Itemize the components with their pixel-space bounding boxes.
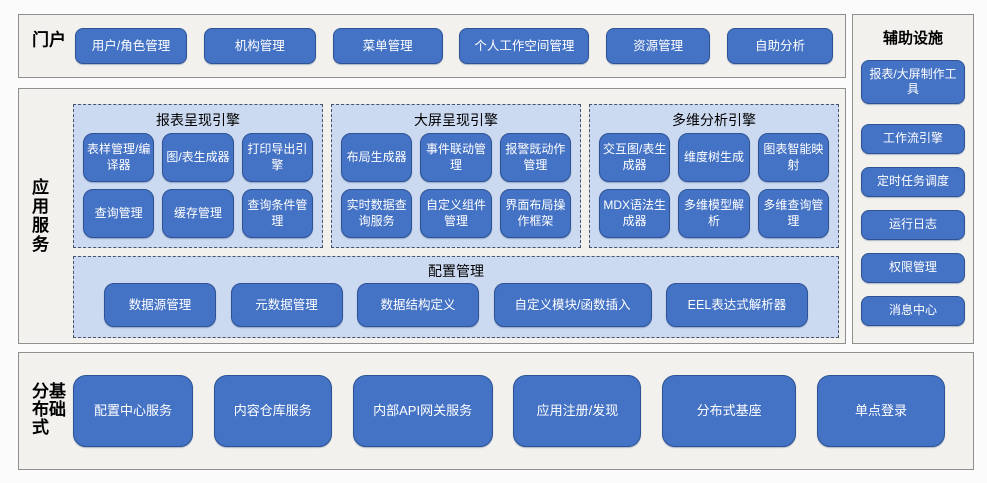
node-multidim-query-management: 多维查询管理: [757, 189, 829, 238]
portal-button-row: 用户/角色管理 机构管理 菜单管理 个人工作空间管理 资源管理 自助分析: [75, 15, 833, 77]
node-metadata-management: 元数据管理: [230, 283, 343, 327]
node-datasource-management: 数据源管理: [104, 283, 216, 327]
bigscreen-render-engine-panel: 大屏呈现引擎 布局生成器 事件联动管理 报警既动作管理 实时数据查询服务 自定义…: [331, 104, 581, 248]
node-alarm-action-management: 报警既动作管理: [499, 133, 571, 182]
auxiliary-section-title: 辅助设施: [882, 30, 943, 47]
panel-grid: 交互图/表生成器 维度树生成 图表智能映射 MDX语法生成器 多维模型解析 多维…: [599, 133, 829, 238]
app-services-section-label: 应用服务: [29, 178, 48, 254]
node-cache-management: 缓存管理: [162, 189, 234, 238]
node-data-structure-definition: 数据结构定义: [357, 283, 479, 327]
node-eel-expression-parser: EEL表达式解析器: [666, 283, 808, 327]
portal-section-label: 门户: [29, 30, 65, 50]
panel-title: 多维分析引擎: [672, 112, 756, 128]
distributed-section-label: 分布式基础: [29, 382, 65, 436]
distributed-foundation-section: 分布式基础 配置中心服务 内容仓库服务 内部API网关服务 应用注册/发现 分布…: [18, 352, 974, 470]
node-workflow-engine: 工作流引擎: [861, 124, 965, 154]
node-user-role-management: 用户/角色管理: [75, 28, 187, 64]
auxiliary-section: 辅助设施 报表/大屏制作工具 工作流引擎 定时任务调度 运行日志 权限管理 消息…: [852, 14, 974, 344]
node-scheduled-task-dispatch: 定时任务调度: [861, 167, 965, 197]
node-custom-component-management: 自定义组件管理: [420, 189, 492, 238]
panel-title: 大屏呈现引擎: [414, 112, 498, 128]
node-organization-management: 机构管理: [203, 28, 316, 64]
node-content-repository-service: 内容仓库服务: [213, 375, 332, 447]
node-menu-management: 菜单管理: [332, 28, 443, 64]
node-chart-table-generator: 图/表生成器: [162, 133, 234, 182]
node-internal-api-gateway-service: 内部API网关服务: [352, 375, 493, 447]
node-multidim-model-parsing: 多维模型解析: [678, 189, 750, 238]
distributed-button-row: 配置中心服务 内容仓库服务 内部API网关服务 应用注册/发现 分布式基座 单点…: [73, 353, 945, 469]
node-style-management-compiler: 表样管理/编译器: [83, 133, 155, 182]
config-management-panel: 配置管理 数据源管理 元数据管理 数据结构定义 自定义模块/函数插入 EEL表达…: [73, 256, 839, 338]
node-personal-workspace-management: 个人工作空间管理: [459, 28, 590, 64]
node-app-registration-discovery: 应用注册/发现: [513, 375, 642, 447]
app-services-section: 应用服务 报表呈现引擎 表样管理/编译器 图/表生成器 打印导出引擎 查询管理 …: [18, 88, 846, 344]
node-mdx-syntax-generator: MDX语法生成器: [599, 189, 671, 238]
panel-grid: 布局生成器 事件联动管理 报警既动作管理 实时数据查询服务 自定义组件管理 界面…: [341, 133, 571, 238]
node-query-management: 查询管理: [83, 189, 155, 238]
node-layout-generator: 布局生成器: [341, 133, 413, 182]
portal-section: 门户 用户/角色管理 机构管理 菜单管理 个人工作空间管理 资源管理 自助分析: [18, 14, 846, 78]
node-realtime-data-query-service: 实时数据查询服务: [341, 189, 413, 238]
config-button-row: 数据源管理 元数据管理 数据结构定义 自定义模块/函数插入 EEL表达式解析器: [104, 283, 808, 327]
node-dimension-tree-generation: 维度树生成: [678, 133, 750, 182]
panel-title: 配置管理: [428, 263, 484, 279]
report-render-engine-panel: 报表呈现引擎 表样管理/编译器 图/表生成器 打印导出引擎 查询管理 缓存管理 …: [73, 104, 323, 248]
panel-title: 报表呈现引擎: [156, 112, 240, 128]
node-query-condition-management: 查询条件管理: [241, 189, 313, 238]
node-run-logs: 运行日志: [861, 210, 965, 240]
node-message-center: 消息中心: [861, 296, 965, 326]
node-report-bigscreen-authoring-tool: 报表/大屏制作工具: [861, 60, 965, 104]
node-event-linkage-management: 事件联动管理: [420, 133, 492, 182]
node-chart-smart-mapping: 图表智能映射: [757, 133, 829, 182]
node-distributed-base: 分布式基座: [662, 375, 797, 447]
node-custom-module-function-insert: 自定义模块/函数插入: [493, 283, 652, 327]
node-print-export-engine: 打印导出引擎: [241, 133, 313, 182]
auxiliary-button-column: 报表/大屏制作工具 工作流引擎 定时任务调度 运行日志 权限管理 消息中心: [861, 60, 965, 326]
node-interactive-chart-generator: 交互图/表生成器: [599, 133, 671, 182]
multidim-analysis-engine-panel: 多维分析引擎 交互图/表生成器 维度树生成 图表智能映射 MDX语法生成器 多维…: [589, 104, 839, 248]
node-resource-management: 资源管理: [606, 28, 711, 64]
node-permission-management: 权限管理: [861, 253, 965, 283]
panel-grid: 表样管理/编译器 图/表生成器 打印导出引擎 查询管理 缓存管理 查询条件管理: [83, 133, 313, 238]
engine-panels: 报表呈现引擎 表样管理/编译器 图/表生成器 打印导出引擎 查询管理 缓存管理 …: [73, 104, 839, 248]
node-self-service-analysis: 自助分析: [726, 28, 833, 64]
node-ui-layout-operation-framework: 界面布局操作框架: [499, 189, 571, 238]
node-config-center-service: 配置中心服务: [73, 375, 193, 447]
node-single-sign-on: 单点登录: [816, 375, 945, 447]
